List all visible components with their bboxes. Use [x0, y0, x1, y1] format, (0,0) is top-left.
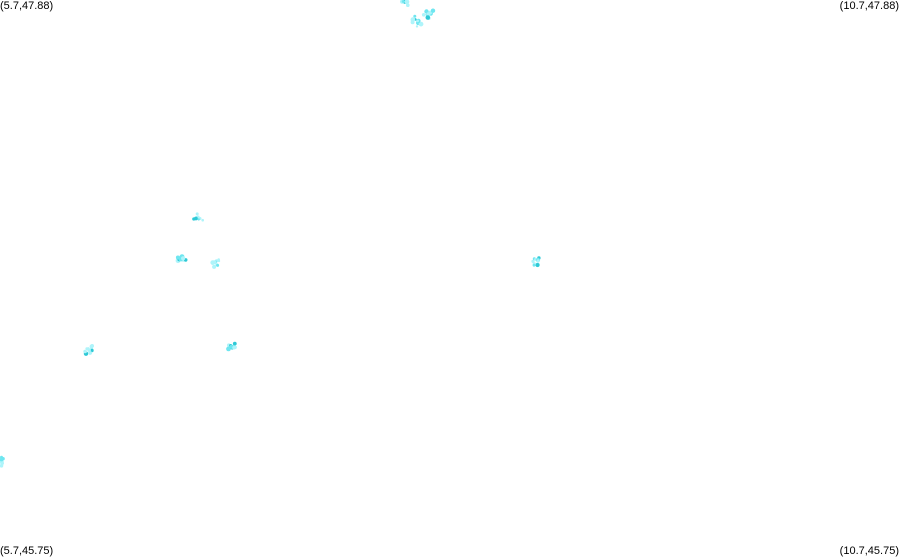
map-point — [415, 25, 419, 28]
map-point — [181, 256, 186, 261]
map-point — [406, 3, 410, 7]
map-point — [416, 19, 420, 23]
map-point — [213, 260, 217, 265]
map-point — [418, 21, 424, 27]
cluster-center-west-c — [210, 258, 221, 269]
cluster-north-c — [410, 14, 424, 28]
map-point — [410, 17, 416, 22]
map-point — [194, 216, 198, 221]
corner-label-bottom-right: (10.7,45.75) — [839, 545, 899, 557]
map-point — [212, 264, 217, 269]
map-point — [401, 0, 405, 3]
map-point — [195, 212, 199, 216]
cluster-north-b — [421, 8, 436, 21]
map-point — [535, 263, 540, 267]
cluster-south-west-b — [226, 341, 237, 352]
map-point — [87, 348, 91, 352]
cluster-south-west-a — [83, 344, 94, 356]
map-point — [89, 344, 94, 349]
map-point — [88, 351, 92, 355]
map-point — [232, 341, 237, 346]
map-point — [90, 348, 94, 353]
map-point — [217, 258, 220, 261]
corner-label-top-left: (5.7,47.88) — [0, 0, 54, 12]
map-point — [404, 0, 410, 5]
corner-label-top-right: (10.7,47.88) — [839, 0, 899, 12]
map-point — [536, 259, 540, 263]
map-point — [413, 14, 417, 18]
cluster-east — [531, 256, 541, 268]
cluster-north-a — [400, 0, 410, 7]
map-point — [201, 218, 204, 222]
map-point — [216, 263, 220, 267]
map-point — [0, 455, 3, 459]
map-point — [197, 218, 200, 221]
map-point — [0, 457, 4, 462]
map-point — [425, 15, 431, 20]
corner-label-bottom-left: (5.7,45.75) — [0, 545, 54, 557]
map-point — [0, 464, 4, 468]
cluster-center-west-b — [175, 254, 188, 264]
map-point — [83, 349, 87, 354]
map-point — [0, 461, 4, 465]
map-point — [532, 263, 536, 267]
map-point — [430, 8, 436, 13]
map-point — [232, 346, 236, 349]
cluster-far-south-west — [0, 455, 5, 468]
cluster-center-west-a — [192, 212, 204, 222]
map-point — [421, 13, 426, 17]
map-point — [531, 259, 535, 263]
